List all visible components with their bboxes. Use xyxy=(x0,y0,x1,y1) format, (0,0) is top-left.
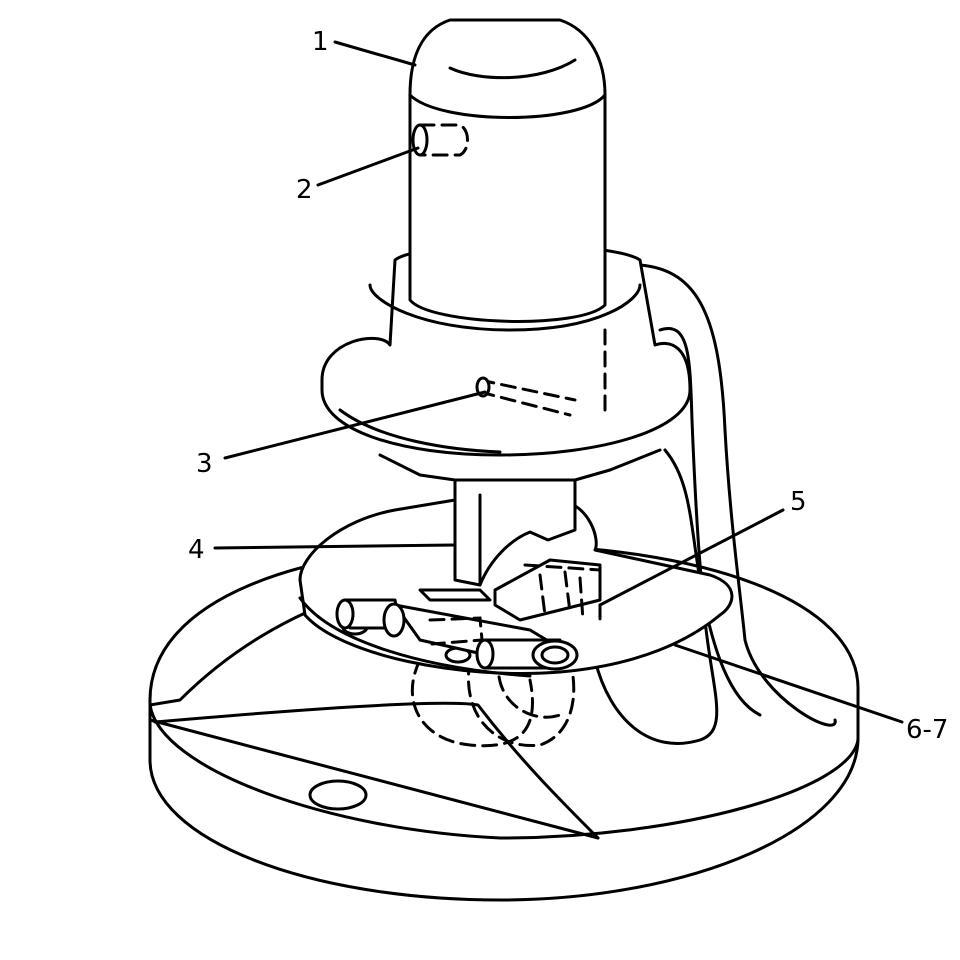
label-2: 2 xyxy=(296,175,313,205)
leader-3 xyxy=(223,390,487,460)
leader-5 xyxy=(598,508,785,607)
mounting-hole xyxy=(308,779,368,811)
label-3: 3 xyxy=(196,449,213,479)
label-5: 5 xyxy=(790,487,807,517)
cylinder xyxy=(408,18,607,323)
leader-lines xyxy=(213,40,904,724)
leader-2 xyxy=(316,146,420,187)
tube-assembly xyxy=(335,563,602,671)
label-4: 4 xyxy=(188,535,205,565)
leader-67 xyxy=(673,643,904,724)
leader-4 xyxy=(213,543,457,550)
label-6-7: 6-7 xyxy=(906,715,948,745)
leader-1 xyxy=(333,40,417,67)
reference-numerals: 1 2 3 4 5 6-7 xyxy=(188,27,948,745)
label-1: 1 xyxy=(312,27,329,57)
die-post xyxy=(418,478,602,622)
